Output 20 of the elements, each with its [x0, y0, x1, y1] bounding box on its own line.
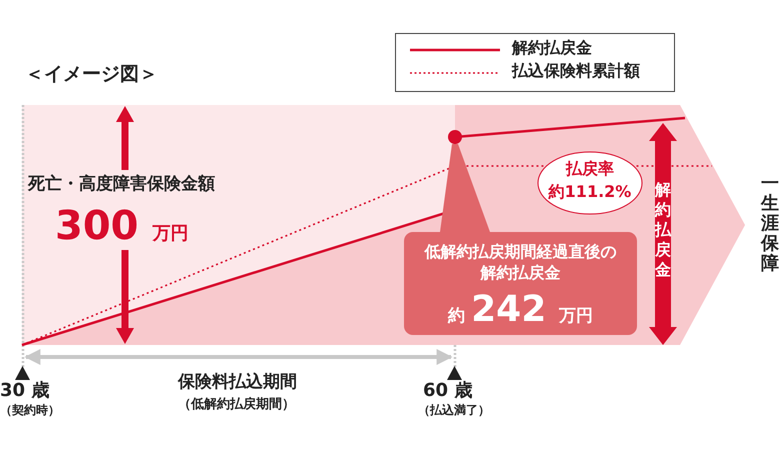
rate-bubble [537, 151, 643, 215]
age-label: 60 歳 [423, 381, 472, 402]
age-label: 30 歳 [0, 381, 50, 402]
callout-box [404, 232, 637, 335]
age-note: （払込満了） [418, 404, 490, 418]
callout-pointer [440, 144, 490, 232]
coverage-amount: 300 万円 [55, 203, 188, 249]
callout-text: 低解約払戻期間経過直後の解約払戻金 [423, 242, 618, 284]
legend-text: 払込保険料累計額 [512, 62, 640, 80]
rate-text: 払戻率 [564, 160, 615, 178]
age-note: （契約時） [0, 404, 60, 418]
legend-text: 解約払戻金 [512, 39, 592, 58]
period-label: 保険料払込期間 [178, 373, 297, 393]
vertical-label: 解約払戻金 [655, 180, 672, 280]
title: ＜イメージ図＞ [25, 64, 158, 86]
period-note: （低解約払戻期間） [178, 398, 295, 413]
rate-text: 約111.2% [547, 183, 632, 202]
coverage-label: 死亡・高度障害保険金額 [28, 175, 215, 195]
amount-text: 約 242 万円 [446, 288, 594, 331]
vertical-label: 一生涯保障 [761, 174, 780, 274]
